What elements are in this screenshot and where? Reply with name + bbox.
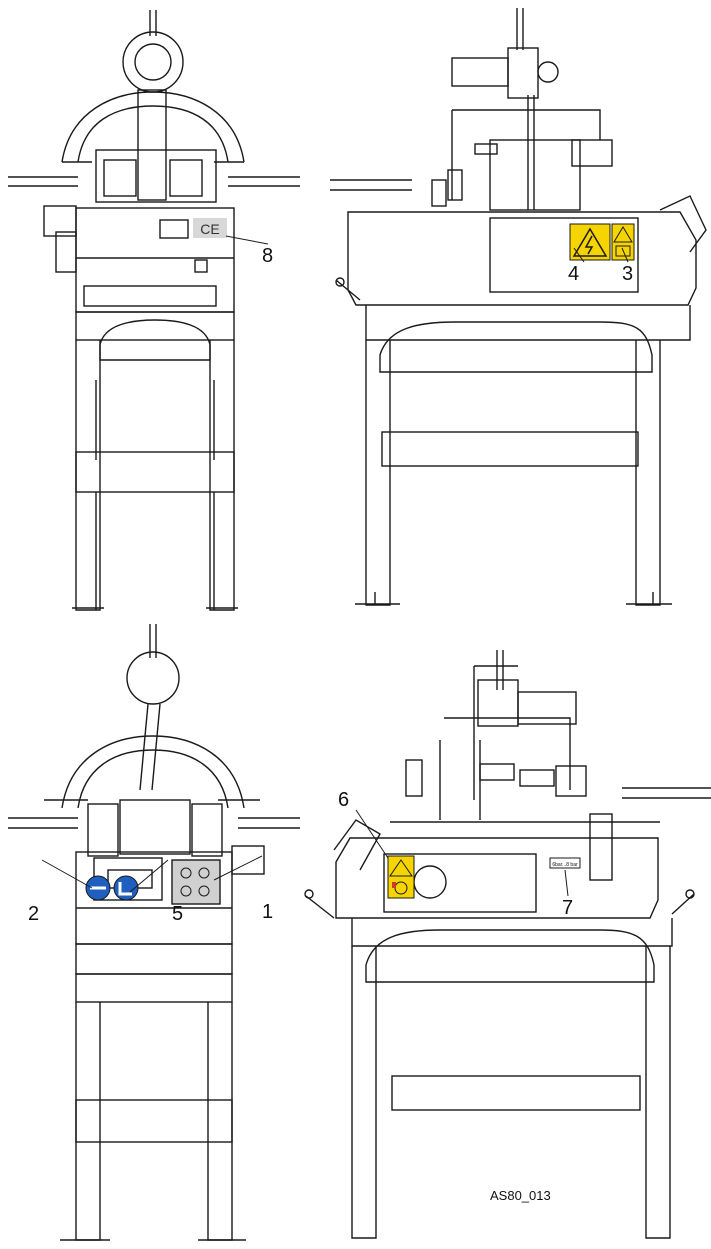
callout-3: 3 — [622, 263, 634, 285]
read-manual-warning-label — [611, 223, 635, 261]
svg-text:6bar...8 bar: 6bar...8 bar — [552, 862, 578, 868]
callout-4: 4 — [568, 263, 580, 285]
callout-1: 1 — [262, 901, 274, 923]
callout-7: 7 — [562, 897, 574, 919]
side-view-top — [330, 8, 707, 606]
electrical-hazard-label — [569, 223, 611, 261]
figure-id: AS80_013 — [490, 1188, 551, 1203]
hand-crush-warning-label — [387, 855, 415, 899]
air-pressure-label: 6bar...8 bar — [549, 857, 581, 869]
leader-lines — [41, 235, 629, 897]
side-view-bottom — [304, 650, 711, 1239]
callout-5: 5 — [172, 903, 184, 925]
front-view-bottom — [8, 624, 300, 1241]
front-view-top — [8, 10, 300, 611]
callout-8: 8 — [262, 245, 274, 267]
callout-6: 6 — [338, 789, 350, 811]
ce-mark: CE — [200, 221, 219, 237]
control-panel — [180, 867, 210, 897]
mandatory-sign-left — [85, 875, 111, 901]
mandatory-sign-right — [113, 875, 139, 901]
callout-2: 2 — [28, 903, 40, 925]
